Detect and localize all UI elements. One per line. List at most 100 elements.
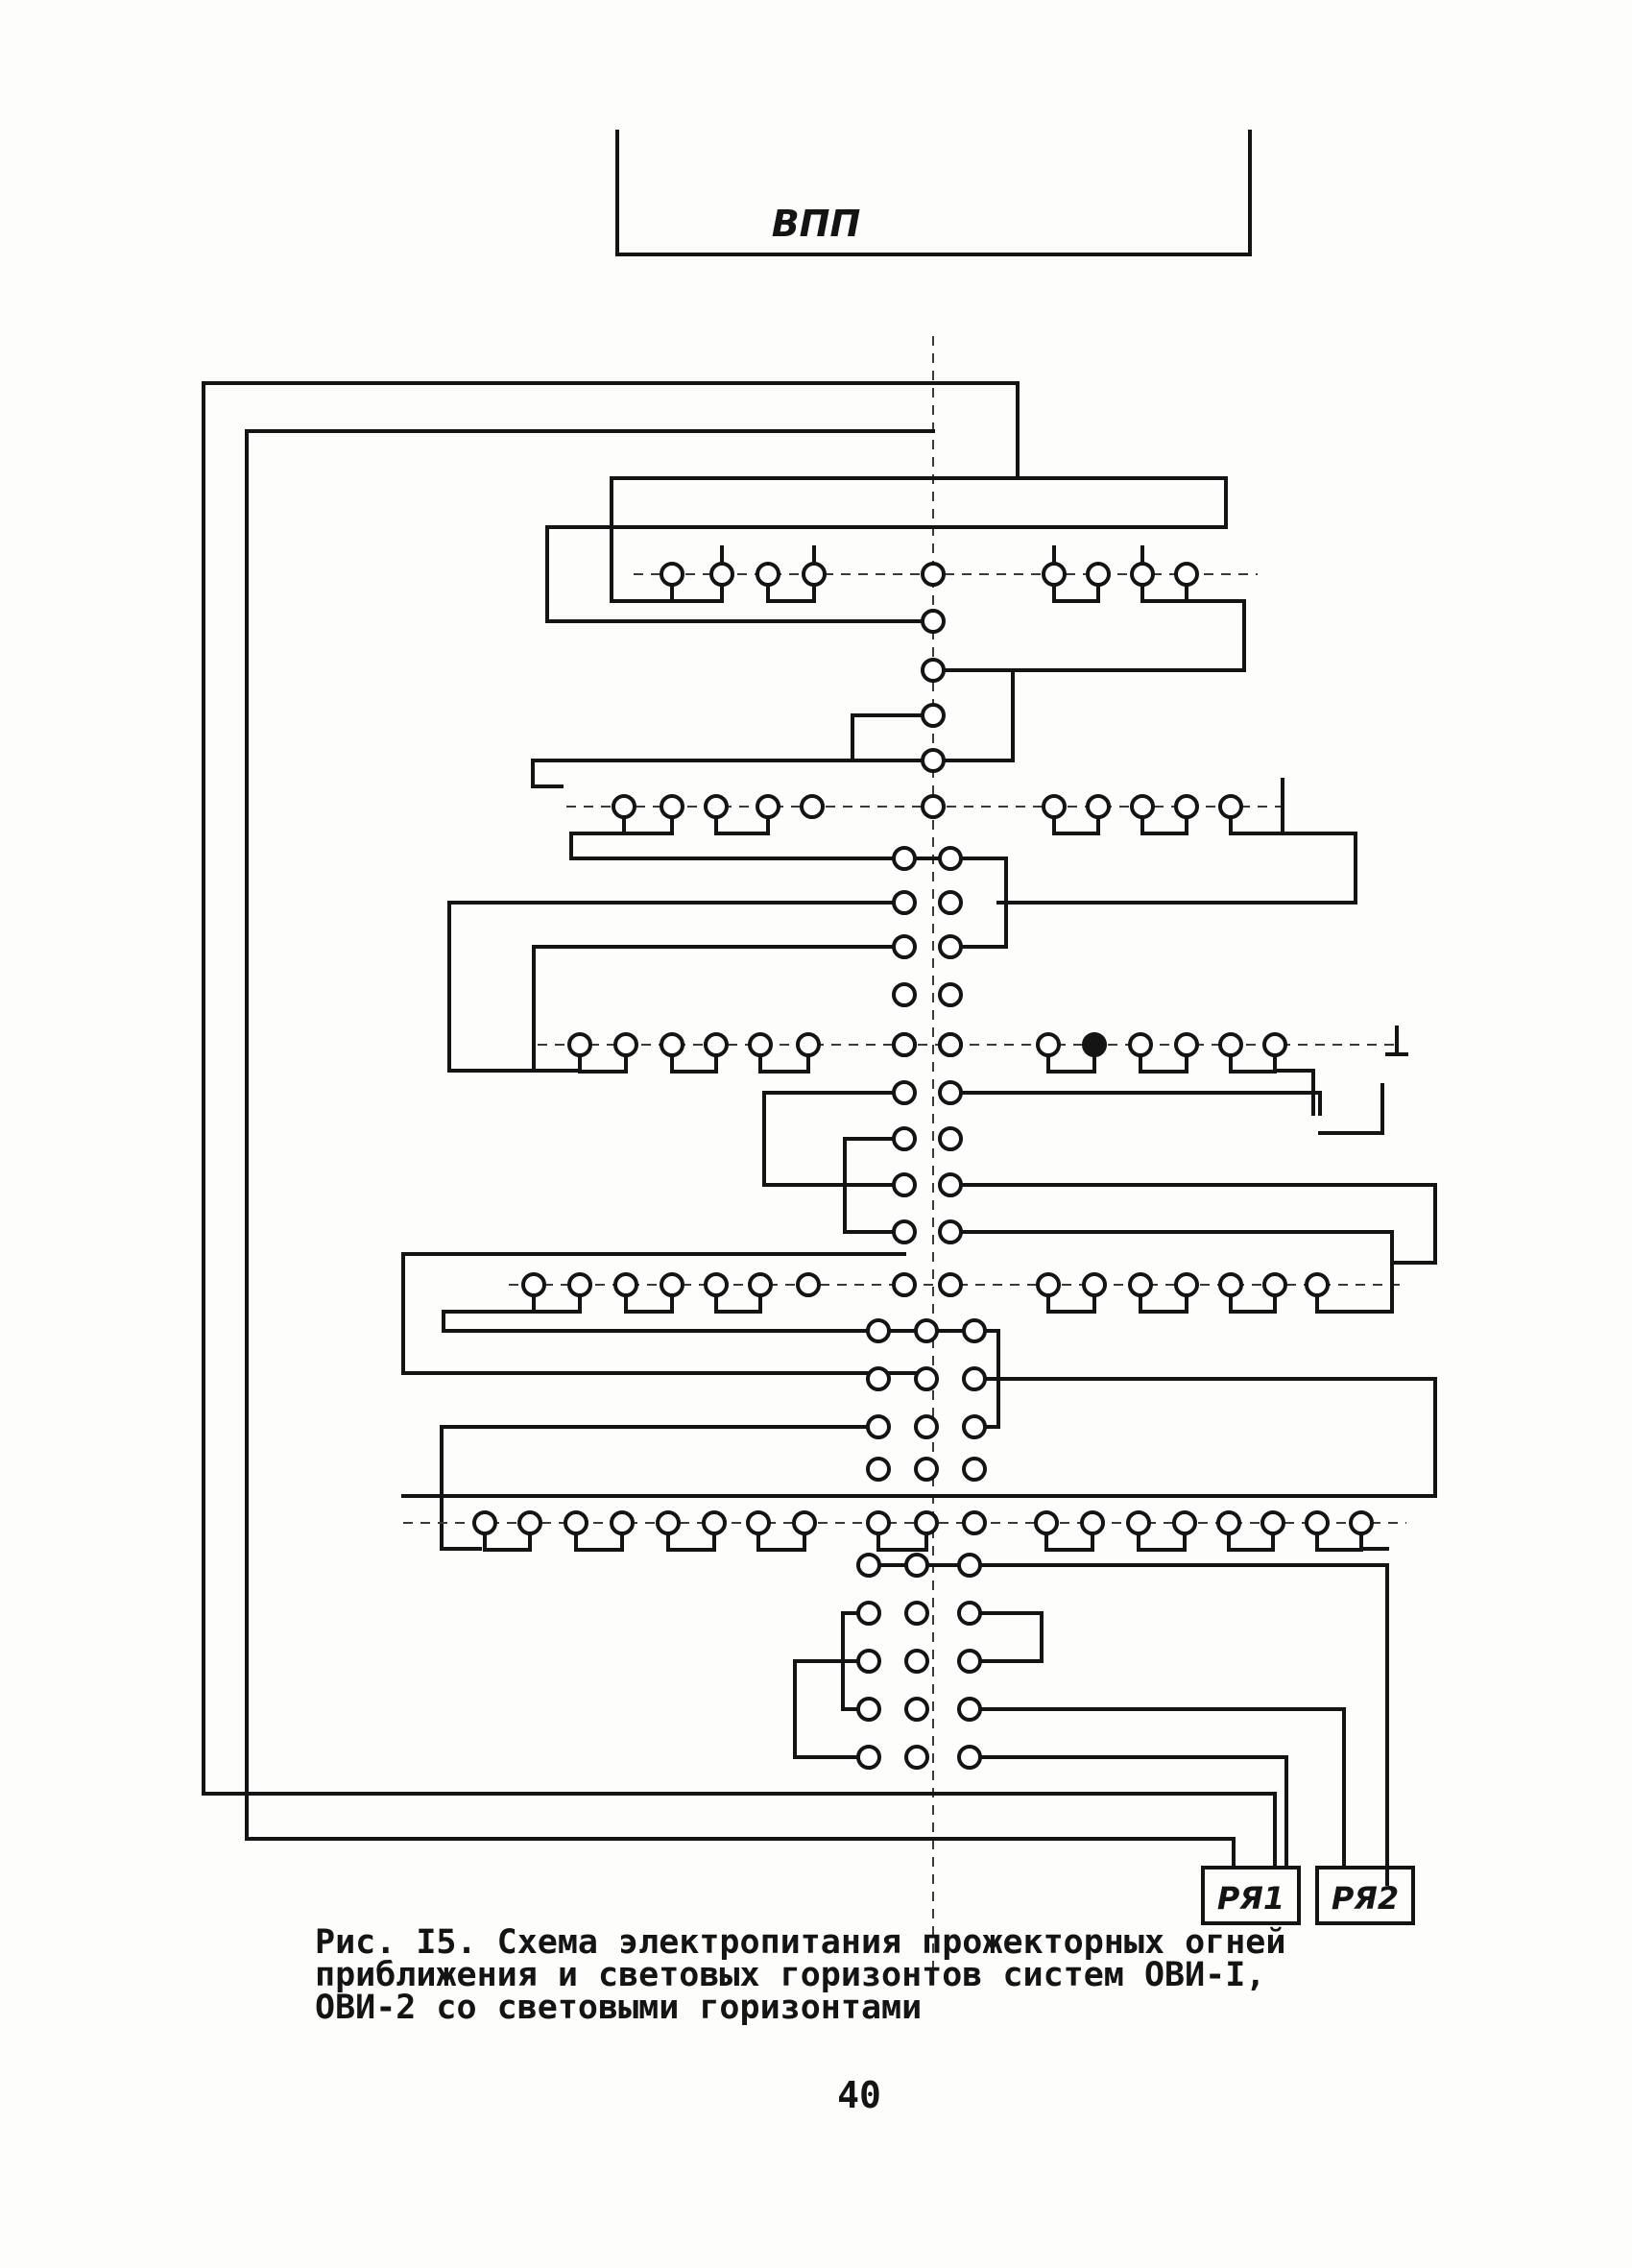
approach-light-lamp <box>1130 562 1155 587</box>
approach-light-lamp <box>904 1649 929 1674</box>
approach-light-lamp <box>957 1745 982 1770</box>
wire <box>1044 1532 1094 1552</box>
wire <box>483 1532 532 1552</box>
approach-light-lamp <box>938 1126 963 1151</box>
wire <box>1052 583 1100 603</box>
regulator-box-2 <box>1315 1866 1415 1925</box>
approach-light-lamp <box>921 794 946 819</box>
wire <box>968 1563 1389 1886</box>
approach-light-lamp <box>921 562 946 587</box>
wire <box>968 1755 1288 1870</box>
wire <box>876 1532 928 1552</box>
wire <box>766 583 816 603</box>
approach-light-lamp <box>567 1272 592 1297</box>
wire <box>931 668 1015 762</box>
approach-light-lamp <box>472 1510 497 1535</box>
wire <box>714 1293 762 1314</box>
wire <box>851 713 935 762</box>
approach-light-lamp <box>1042 794 1067 819</box>
caption-line: приближения и световых горизонтов систем… <box>315 1956 1266 1994</box>
wire <box>1046 1053 1096 1074</box>
approach-light-lamp <box>921 703 946 728</box>
approach-light-lamp <box>892 982 917 1007</box>
approach-light-lamp <box>866 1457 891 1482</box>
approach-light-lamp <box>1174 794 1199 819</box>
wire <box>948 1183 1437 1265</box>
approach-light-lamp <box>904 1601 929 1626</box>
wire <box>622 815 674 835</box>
approach-light-lamp <box>517 1510 542 1535</box>
wire <box>996 805 1357 905</box>
approach-light-lamp <box>709 562 734 587</box>
approach-light-lamp <box>914 1457 939 1482</box>
approach-light-lamp <box>938 1032 963 1057</box>
wire <box>670 583 724 603</box>
approach-light-lamp <box>610 1510 635 1535</box>
approach-light-lamp <box>660 562 684 587</box>
wire <box>1229 1053 1277 1074</box>
wire <box>401 1377 1437 1498</box>
approach-light-lamp <box>704 1032 729 1057</box>
approach-light-lamp <box>1126 1510 1151 1535</box>
approach-light-lamp <box>1174 1032 1199 1057</box>
wire <box>447 901 906 1073</box>
wire <box>532 945 906 1073</box>
approach-light-lamp <box>660 1272 684 1297</box>
approach-light-lamp <box>921 609 946 634</box>
approach-light-lamp <box>892 1172 917 1197</box>
wire <box>843 1137 906 1234</box>
wire <box>793 1659 871 1759</box>
approach-light-lamp <box>1260 1510 1285 1535</box>
caption-line: ОВИ-2 со световыми горизонтами <box>315 1989 923 2027</box>
approach-light-lamp <box>1172 1510 1197 1535</box>
wire <box>666 1532 716 1552</box>
approach-light-lamp <box>957 1697 982 1722</box>
approach-light-lamp <box>567 1032 592 1057</box>
approach-light-lamp <box>957 1601 982 1626</box>
figure-caption: Рис. I5. Схема электропитания прожекторн… <box>315 1923 1371 2027</box>
approach-light-lamp <box>856 1553 881 1578</box>
wire <box>531 759 935 788</box>
approach-light-lamp <box>962 1510 987 1535</box>
wire <box>931 572 1246 672</box>
approach-light-lamp <box>938 1080 963 1105</box>
approach-light-lamp <box>921 748 946 773</box>
approach-light-lamp <box>1128 1272 1153 1297</box>
wire <box>756 1532 806 1552</box>
approach-light-lamp <box>613 1032 638 1057</box>
regulator-label-2: РЯ2 <box>1332 1880 1399 1917</box>
approach-light-lamp <box>1218 1272 1243 1297</box>
wire <box>948 1230 1394 1269</box>
approach-light-lamp <box>1218 794 1243 819</box>
approach-light-lamp <box>1218 1032 1243 1057</box>
wire <box>1052 815 1100 835</box>
approach-light-lamp <box>1216 1510 1241 1535</box>
approach-light-lamp <box>1128 1032 1153 1057</box>
caption-line: Рис. I5. Схема электропитания прожекторн… <box>315 1923 1286 1962</box>
regulator-label-1: РЯ1 <box>1217 1880 1284 1917</box>
wire <box>545 525 935 623</box>
wire <box>762 1091 906 1187</box>
approach-light-lamp <box>938 846 963 871</box>
approach-light-lamp <box>1305 1272 1330 1297</box>
approach-light-lamp <box>938 1272 963 1297</box>
approach-light-lamp <box>856 1601 881 1626</box>
approach-light-lamp <box>892 1126 917 1151</box>
approach-light-lamp <box>921 658 946 683</box>
wire <box>1140 583 1188 603</box>
approach-light-lamp <box>1086 562 1111 587</box>
approach-light-lamp <box>796 1032 821 1057</box>
approach-light-lamp <box>856 1649 881 1674</box>
approach-light-lamp <box>1262 1032 1287 1057</box>
approach-light-lamp <box>914 1318 939 1343</box>
approach-light-lamp <box>656 1510 681 1535</box>
approach-light-lamp <box>756 562 780 587</box>
approach-light-lamp <box>702 1510 727 1535</box>
wire <box>1139 1293 1188 1314</box>
approach-light-lamp <box>904 1745 929 1770</box>
approach-light-lamp <box>914 1366 939 1391</box>
wire <box>758 1053 810 1074</box>
approach-light-lamp <box>660 1032 684 1057</box>
